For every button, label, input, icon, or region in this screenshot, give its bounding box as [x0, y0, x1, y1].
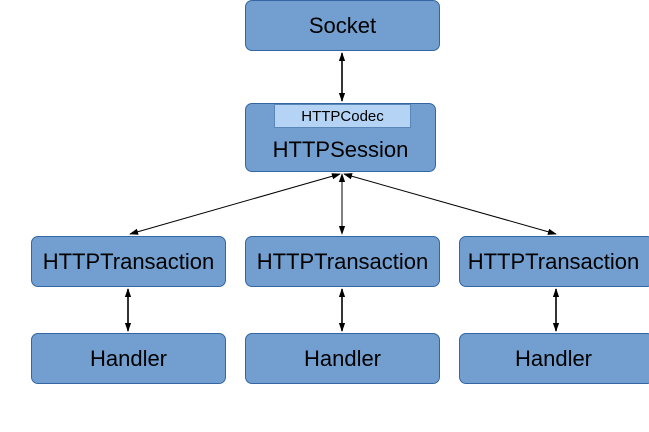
http-session-node: HTTPSession [245, 103, 436, 172]
http-transaction-label-1: HTTPTransaction [42, 248, 215, 274]
http-session-label: HTTPSession [272, 137, 409, 162]
socket-node: Socket [245, 0, 440, 51]
http-codec-label: HTTPCodec [301, 107, 384, 125]
http-transaction-label-3: HTTPTransaction [467, 248, 640, 274]
handler-node-1: Handler [31, 333, 226, 384]
handler-node-3: Handler [459, 333, 649, 384]
http-codec-node: HTTPCodec [274, 104, 411, 128]
handler-node-2: Handler [245, 333, 440, 384]
handler-label-1: Handler [89, 345, 168, 371]
socket-label: Socket [308, 12, 377, 38]
edge-session-transaction-3 [343, 173, 557, 235]
http-transaction-node-3: HTTPTransaction [459, 236, 649, 287]
handler-label-3: Handler [514, 345, 593, 371]
http-transaction-node-1: HTTPTransaction [31, 236, 226, 287]
http-transaction-node-2: HTTPTransaction [245, 236, 440, 287]
handler-label-2: Handler [303, 345, 382, 371]
http-transaction-label-2: HTTPTransaction [256, 248, 429, 274]
edge-session-transaction-1 [129, 173, 341, 235]
